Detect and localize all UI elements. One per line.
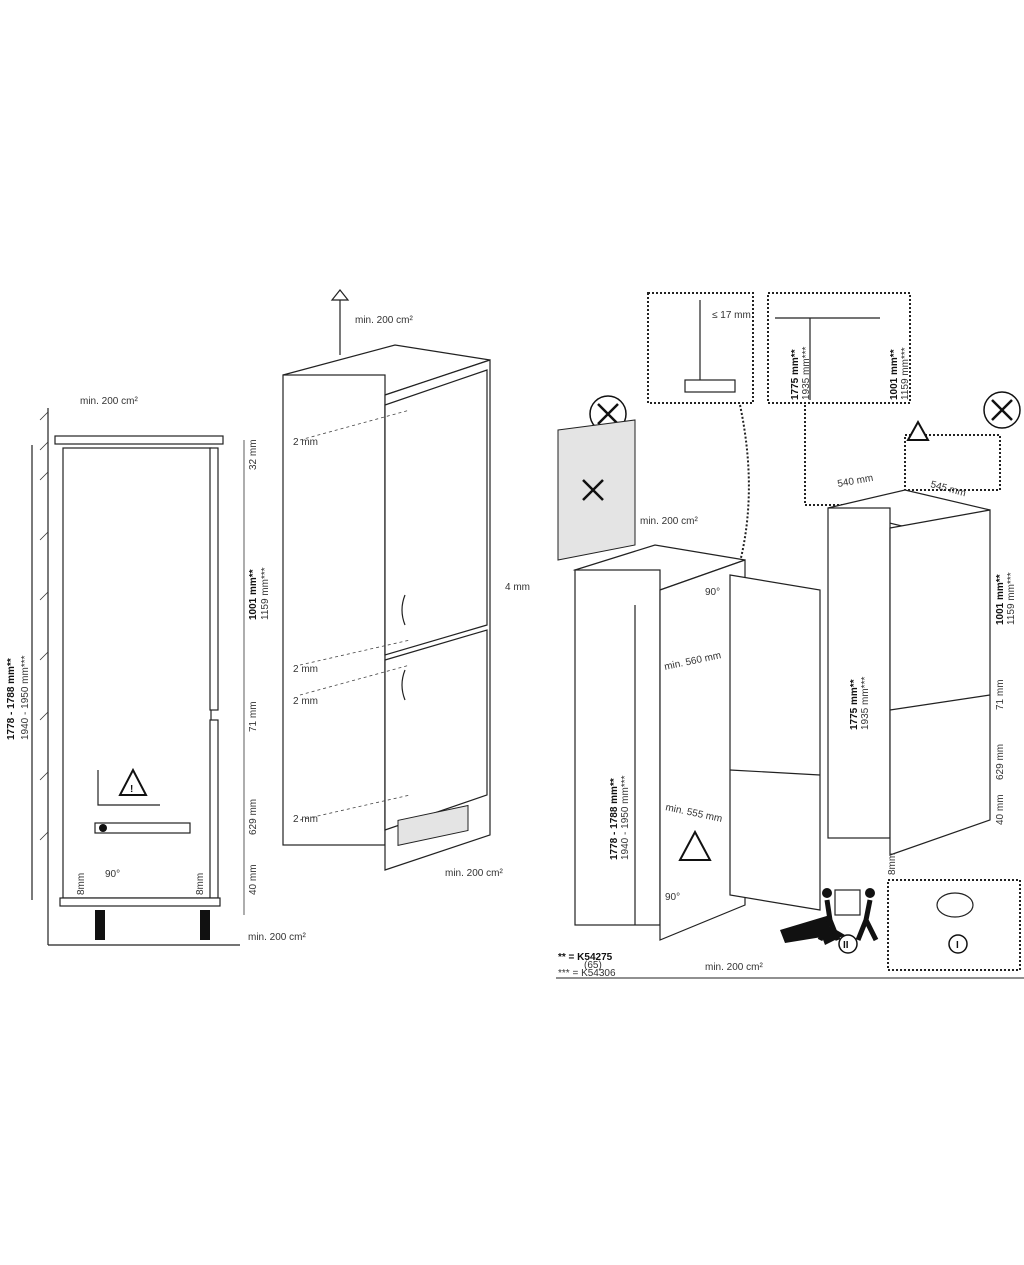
middle-gap-3: 2 mm — [293, 696, 318, 707]
niche-vent-top: min. 200 cm² — [640, 516, 698, 527]
left-lower: 629 mm — [248, 799, 259, 835]
detail-height-alt: 1935 mm*** — [801, 347, 812, 400]
appliance-height-main: 1775 mm** — [849, 679, 860, 730]
appliance-width: 545 mm — [929, 479, 967, 499]
appliance-depth: 540 mm — [837, 473, 874, 490]
niche-vent-bottom: min. 200 cm² — [705, 962, 763, 973]
left-door-main: 1001 mm** — [248, 569, 259, 620]
middle-vent-bottom: min. 200 cm² — [445, 868, 503, 879]
middle-gap-2: 2 mm — [293, 664, 318, 675]
appliance-door-main: 1001 mm** — [995, 574, 1006, 625]
left-bottom: 40 mm — [248, 864, 259, 895]
appliance-lower: 629 mm — [995, 744, 1006, 780]
niche-height-main: 1778 - 1788 mm** — [609, 778, 620, 860]
left-height-alt: 1940 - 1950 mm*** — [20, 655, 31, 740]
middle-gap-4: 2 mm — [293, 814, 318, 825]
footnote-2: *** = K54306 — [558, 968, 616, 979]
niche-angle-bottom: 90° — [665, 892, 680, 903]
left-vent-bottom: min. 200 cm² — [248, 932, 306, 943]
footnote-1b: (65) — [584, 960, 602, 971]
left-vent-top: min. 200 cm² — [80, 396, 138, 407]
step-2-label: II — [843, 940, 849, 951]
detail-height-main: 1775 mm** — [790, 349, 801, 400]
detail-door-alt: 1159 mm*** — [900, 347, 911, 400]
people-carrying-icon — [817, 888, 879, 942]
left-section-view: ! 90° min. 200 cm² 1778 - 1788 mm** 1940… — [6, 396, 306, 946]
appliance-gap: 71 mm — [995, 679, 1006, 710]
appliance-door-alt: 1159 mm*** — [1006, 572, 1017, 625]
right-installation-view: ≤ 17 mm 1775 mm** 1935 mm*** 1001 mm** 1… — [556, 292, 1024, 979]
left-door-alt: 1159 mm*** — [260, 567, 271, 620]
appliance-height-alt: 1935 mm*** — [860, 677, 871, 730]
left-side-left: 8mm — [76, 873, 87, 895]
appliance-side: 8mm — [887, 853, 898, 875]
niche-height-alt: 1940 - 1950 mm*** — [620, 775, 631, 860]
middle-vent-top: min. 200 cm² — [355, 315, 413, 326]
niche-angle-top: 90° — [705, 587, 720, 598]
middle-side: 4 mm — [505, 582, 530, 593]
detail-door-main: 1001 mm** — [889, 349, 900, 400]
middle-gap-1: 2 mm — [293, 437, 318, 448]
footnote-1: ** = K54275 — [558, 952, 613, 963]
left-side-right: 8mm — [195, 873, 206, 895]
detail-gap: ≤ 17 mm — [712, 310, 751, 321]
svg-text:!: ! — [130, 784, 133, 795]
middle-cabinet-view: min. 200 cm² 2 mm 2 mm 2 mm 2 mm 4 mm mi… — [282, 289, 530, 879]
left-angle: 90° — [105, 869, 120, 880]
step-1-label: I — [956, 940, 959, 951]
appliance-bottom: 40 mm — [995, 794, 1006, 825]
left-gap: 71 mm — [248, 701, 259, 732]
left-dim-top: 32 mm — [248, 439, 259, 470]
left-height-main: 1778 - 1788 mm** — [6, 658, 17, 740]
